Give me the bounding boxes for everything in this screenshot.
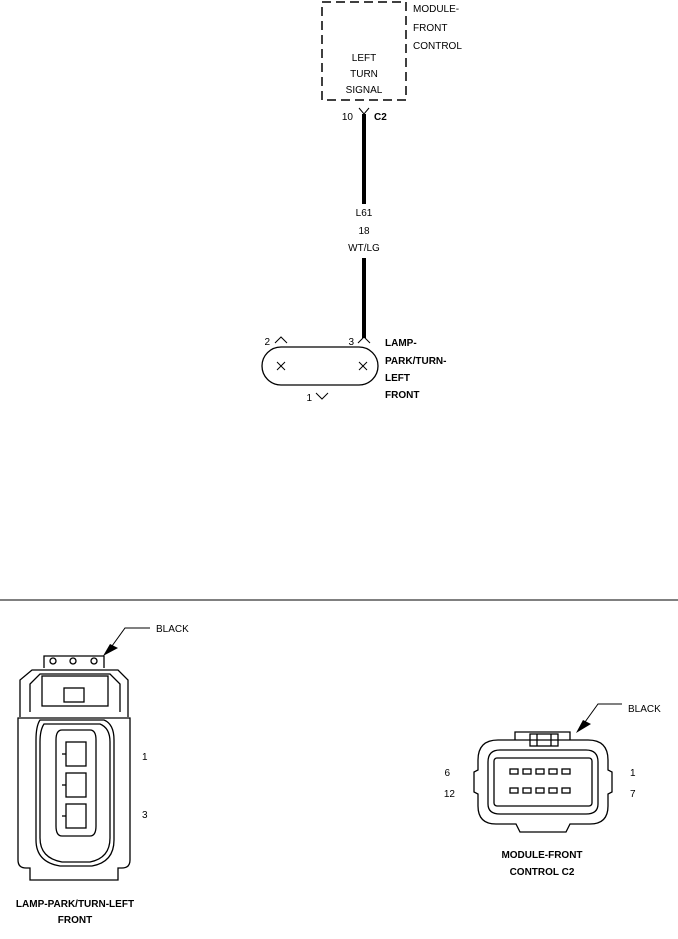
module-connector-color-arrow [576, 720, 591, 733]
module-pin-chevron [358, 107, 370, 115]
lamp-connector-color-leader [111, 627, 150, 647]
lamp-connector-pin-top: 1 [142, 752, 148, 763]
lamp-pin2-number: 2 [264, 337, 270, 348]
lamp-pin3-chevron [357, 336, 371, 344]
lamp-label-line3: LEFT [385, 373, 410, 384]
wire-gauge-label: 18 [358, 226, 370, 237]
module-connector-pin-1: 1 [630, 768, 636, 779]
lamp-pin2-chevron [274, 336, 288, 344]
lamp-connector-pin-bottom: 3 [142, 810, 148, 821]
module-label-line3: CONTROL [413, 41, 462, 52]
module-pin-number: 10 [342, 112, 354, 123]
signal-label-line3: SIGNAL [346, 85, 383, 96]
wire-color-label: WT/LG [348, 243, 380, 254]
lamp-connector-color-arrow [103, 644, 118, 656]
module-front-control-box [321, 1, 407, 101]
lamp-pin1-chevron [315, 392, 329, 400]
module-connector-label: C2 [374, 112, 387, 123]
module-connector-pin-7: 7 [630, 789, 636, 800]
lamp-pin1-number: 1 [306, 393, 312, 404]
lamp-pin3-number: 3 [348, 337, 354, 348]
module-connector-view [473, 731, 613, 833]
wire-circuit-label: L61 [356, 208, 373, 219]
lamp-connector-view [17, 655, 131, 881]
signal-label-line2: TURN [350, 69, 378, 80]
lamp-connector-caption-line2: FRONT [58, 915, 92, 926]
module-connector-pin-12: 12 [444, 789, 456, 800]
module-label-line2: FRONT [413, 23, 447, 34]
module-label-line1: MODULE- [413, 4, 459, 15]
module-connector-pin-6: 6 [444, 768, 450, 779]
lamp-connector-caption-line1: LAMP-PARK/TURN-LEFT [16, 899, 134, 910]
module-connector-color-leader [584, 703, 622, 723]
module-connector-caption-line2: CONTROL C2 [510, 867, 575, 878]
module-connector-color-label: BLACK [628, 704, 661, 715]
lamp-terminal-right [358, 361, 368, 371]
lamp-label-line2: PARK/TURN- [385, 356, 446, 367]
module-connector-caption-line1: MODULE-FRONT [501, 850, 582, 861]
lamp-connector-color-label: BLACK [156, 624, 189, 635]
lamp-label-line4: FRONT [385, 390, 419, 401]
signal-label-line1: LEFT [352, 53, 376, 64]
lamp-label-line1: LAMP- [385, 338, 417, 349]
lamp-body [261, 346, 379, 386]
lamp-terminal-left [276, 361, 286, 371]
